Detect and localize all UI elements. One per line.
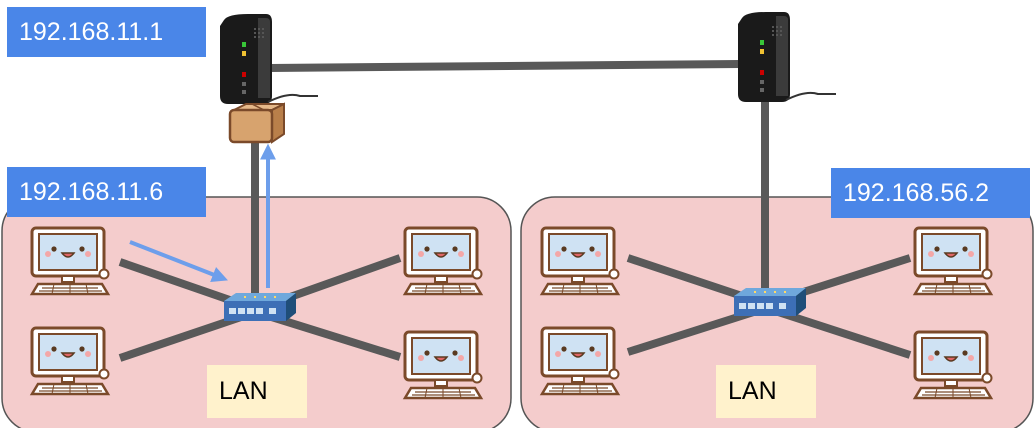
lan-label-right: LAN <box>716 365 816 418</box>
computer-icon <box>540 226 620 296</box>
switch-icon <box>224 293 296 321</box>
computer-icon <box>913 330 993 400</box>
package-icon <box>228 102 285 144</box>
computer-icon <box>913 226 993 296</box>
router-left-ip-label: 192.168.11.1 <box>7 7 206 57</box>
computer-icon <box>30 326 110 396</box>
router-link-cable <box>269 60 741 72</box>
right-ip-label: 192.168.56.2 <box>831 168 1030 218</box>
switch-icon <box>734 288 806 316</box>
computer-icon <box>403 226 483 296</box>
computer-icon <box>30 226 110 296</box>
lan-label-left: LAN <box>207 365 307 418</box>
arrow-icon <box>129 240 228 282</box>
host-ip-label: 192.168.11.6 <box>7 167 206 217</box>
computer-icon <box>540 326 620 396</box>
computer-icon <box>403 330 483 400</box>
router-icon <box>737 11 837 103</box>
router-icon <box>219 13 319 105</box>
